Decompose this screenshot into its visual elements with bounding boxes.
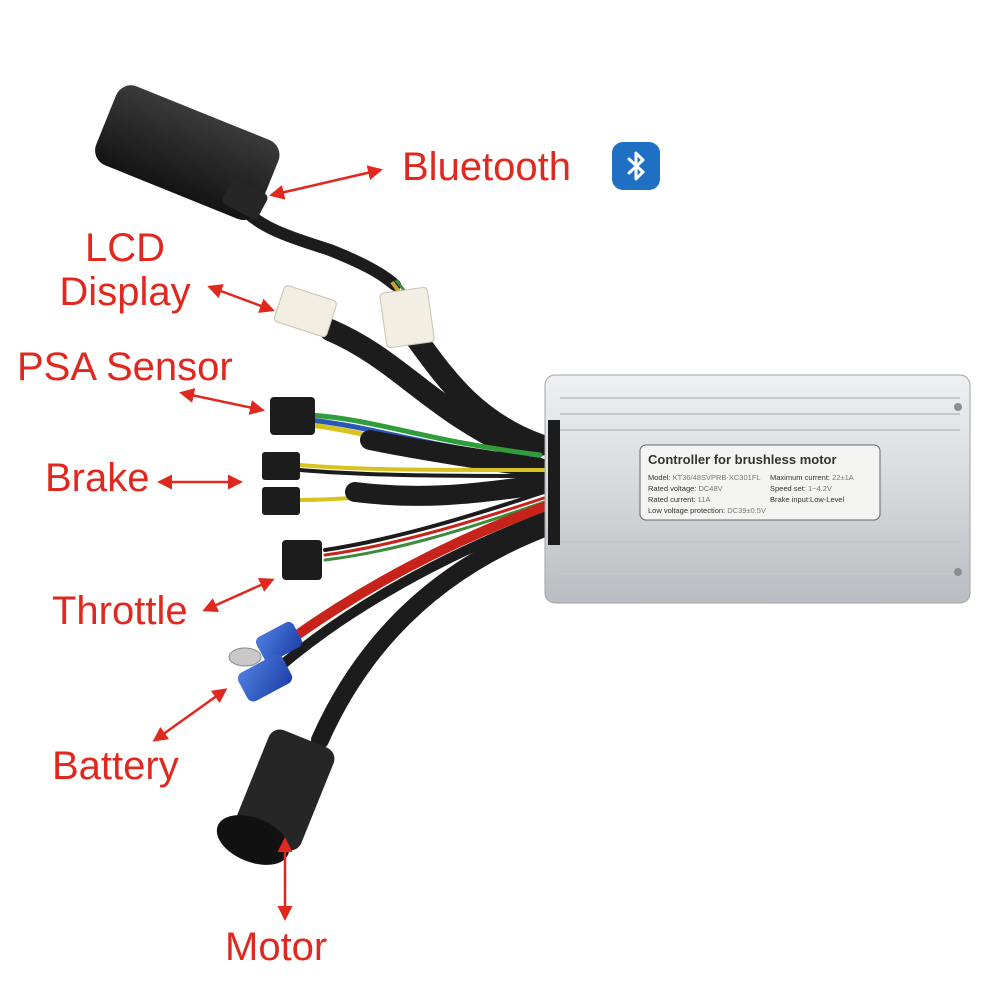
rated-voltage-value: DC48V [698,484,723,493]
low-voltage-label: Low voltage protection: [648,506,726,515]
psa-sensor-connector [270,397,315,435]
label-psa-sensor: PSA Sensor [17,345,233,389]
label-battery: Battery [52,744,179,788]
motor-connector [216,729,335,865]
label-lcd-line2: Display [59,270,191,314]
bluetooth-module [95,85,280,221]
label-lcd-display: LCD Display [55,228,195,312]
controller-housing [544,374,971,604]
wire-bundle [260,319,561,749]
brake-connectors [262,452,300,515]
lcd-connectors [273,285,435,349]
label-brake: Brake [45,456,150,500]
max-current-label: Maximum current: [770,473,831,482]
speed-set-value: 1~4.2V [807,484,832,493]
model-label: Model: [648,473,671,482]
max-current-value: 22±1A [832,473,854,482]
low-voltage-value: DC39±0.5V [727,506,766,515]
throttle-connector [282,540,322,580]
battery-terminals [228,621,302,702]
bluetooth-cable [234,199,412,302]
speed-set-label: Speed set: [770,484,806,493]
brake-input-value: Low-Level [810,495,845,504]
rated-current-value: 11A [697,495,711,504]
model-value: KT36/48SVPRB-XC301FL [672,473,761,482]
label-motor: Motor [225,925,328,969]
label-throttle: Throttle [52,589,188,633]
plate-title: Controller for brushless motor [648,452,837,467]
label-bluetooth: Bluetooth [402,145,572,189]
rated-voltage-label: Rated voltage: [648,484,697,493]
label-lcd-line1: LCD [84,226,166,270]
brake-input-label: Brake input: [770,495,811,504]
rated-current-label: Rated current: [648,495,696,504]
controller-plate: Controller for brushless motor Model: KT… [648,452,876,516]
bluetooth-icon [612,142,660,190]
